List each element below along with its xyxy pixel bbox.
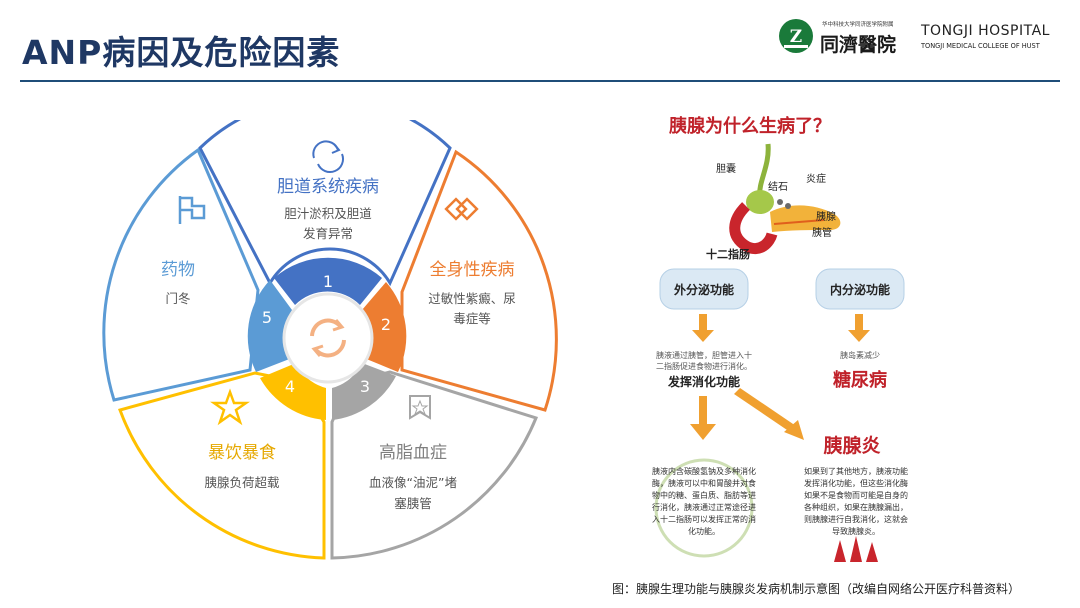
segment-desc-systemic-1: 过敏性紫癜、尿 bbox=[428, 291, 516, 306]
page-title: ANP病因及危险因素 bbox=[22, 33, 341, 72]
left-box-line-1: 胰液内含碳酸氢钠及多种消化 bbox=[652, 466, 756, 476]
tongji-logo-icon: Z bbox=[779, 19, 813, 53]
inner-segment-5 bbox=[247, 280, 292, 372]
endocrine-result: 糖尿病 bbox=[833, 369, 887, 391]
cycle-arrows-icon bbox=[310, 318, 346, 358]
pancreas-illustration bbox=[729, 143, 841, 255]
segment-number-2: 2 bbox=[381, 315, 391, 334]
cause-wheel-diagram: 1 2 3 4 5 胆道系统疾病 胆汁淤积及胆道 发育异常 全身性疾病 过敏性紫… bbox=[102, 120, 558, 560]
left-box-line-6: 化功能。 bbox=[688, 526, 720, 536]
svg-text:Z: Z bbox=[790, 27, 802, 47]
inner-segment-1 bbox=[274, 257, 382, 305]
segment-desc-drugs-1: 门冬 bbox=[165, 291, 190, 306]
segment-title-biliary: 胆道系统疾病 bbox=[277, 177, 379, 197]
segment-title-hyperlipidemia: 高脂血症 bbox=[379, 443, 447, 463]
hospital-logo: Z 华中科技大学同济医学院附属 同濟醫院 TONGJI HOSPITAL TON… bbox=[778, 14, 1070, 64]
left-explanation-box: 胰液内含碳酸氢钠及多种消化 酶，胰液可以中和胃酸并对食 物中的糖、蛋白质、脂肪等… bbox=[652, 458, 756, 558]
logo-english-name: TONGJI HOSPITAL bbox=[921, 23, 1050, 39]
star-icon bbox=[210, 388, 250, 426]
arrow-exocrine-result bbox=[690, 396, 716, 440]
endocrine-box bbox=[815, 268, 905, 310]
logo-affiliation: 华中科技大学同济医学院附属 bbox=[822, 22, 894, 28]
segment-number-1: 1 bbox=[323, 272, 333, 291]
flame-icon bbox=[834, 536, 878, 562]
logo-chinese-name: 同濟醫院 bbox=[820, 34, 897, 56]
endocrine-note: 胰岛素减少 bbox=[840, 350, 880, 360]
figure-heading: 胰腺为什么生病了？ bbox=[668, 115, 831, 137]
label-pancreas: 胰腺 bbox=[816, 210, 836, 223]
label-inflammation: 炎症 bbox=[806, 172, 826, 185]
segment-biliary bbox=[198, 120, 452, 287]
pancreatitis-label: 胰腺炎 bbox=[822, 434, 880, 457]
figure-caption: 图：胰腺生理功能与胰腺炎发病机制示意图（改编自网络公开医疗科普资料） bbox=[612, 582, 1021, 596]
right-box-line-4: 各种组织，如果在胰腺漏出， bbox=[804, 502, 908, 512]
label-pancreatic-duct: 胰管 bbox=[812, 226, 832, 239]
refresh-cloud-icon bbox=[312, 140, 344, 173]
segment-overeating bbox=[118, 371, 326, 560]
left-box-line-4: 行消化，胰液通过正常途径进 bbox=[652, 502, 756, 512]
right-explanation-box: 如果到了其他地方，胰液功能 发挥消化功能，但这些消化酶 如果不是食物而可能是自身… bbox=[804, 466, 908, 562]
right-box-line-6: 导致胰腺炎。 bbox=[832, 526, 880, 536]
left-box-line-5: 入十二指肠可以发挥正常的消 bbox=[652, 514, 756, 524]
badge-star-icon bbox=[409, 395, 431, 420]
right-box-line-2: 发挥消化功能，但这些消化酶 bbox=[804, 478, 908, 488]
segment-title-drugs: 药物 bbox=[161, 260, 195, 280]
segment-drugs bbox=[102, 147, 260, 402]
segment-desc-biliary-1: 胆汁淤积及胆道 bbox=[284, 206, 372, 221]
segment-title-systemic: 全身性疾病 bbox=[430, 260, 515, 280]
right-box-line-1: 如果到了其他地方，胰液功能 bbox=[804, 466, 908, 476]
exocrine-result: 发挥消化功能 bbox=[667, 374, 740, 389]
segment-number-5: 5 bbox=[262, 308, 272, 327]
segment-number-3: 3 bbox=[360, 377, 370, 396]
endocrine-label: 内分泌功能 bbox=[830, 282, 890, 297]
title-divider bbox=[20, 80, 1060, 82]
arrow-pancreatitis bbox=[734, 388, 804, 440]
right-box-line-5: 则胰腺进行自我消化，这就会 bbox=[804, 514, 908, 524]
segment-desc-overeating-1: 胰腺负荷超载 bbox=[204, 475, 280, 490]
segment-number-4: 4 bbox=[285, 377, 295, 396]
link-diamond-icon bbox=[444, 197, 479, 221]
exocrine-note-1: 胰液通过胰管，胆管进入十 bbox=[656, 350, 752, 360]
exocrine-box bbox=[659, 268, 749, 310]
segment-desc-hyperlipidemia-1: 血液像“油泥”堵 bbox=[369, 475, 457, 490]
center-circle bbox=[282, 292, 374, 384]
inner-segment-2 bbox=[362, 282, 407, 372]
flag-icon bbox=[178, 196, 206, 224]
arrow-exocrine-down bbox=[692, 314, 714, 342]
left-box-line-2: 酶，胰液可以中和胃酸并对食 bbox=[652, 478, 756, 488]
segment-desc-hyperlipidemia-2: 塞胰管 bbox=[394, 496, 432, 511]
inner-segment-4 bbox=[260, 363, 326, 420]
label-gallbladder: 胆囊 bbox=[716, 162, 736, 175]
arrow-endocrine-down bbox=[848, 314, 870, 342]
logo-english-sub: TONGJI MEDICAL COLLEGE OF HUST bbox=[921, 42, 1040, 50]
segment-systemic bbox=[400, 149, 558, 412]
right-box-line-3: 如果不是食物而可能是自身的 bbox=[804, 490, 908, 500]
inner-segment-3 bbox=[332, 363, 396, 420]
segment-hyperlipidemia bbox=[330, 370, 539, 560]
segment-title-overeating: 暴饮暴食 bbox=[208, 443, 276, 463]
label-stone: 结石 bbox=[768, 180, 788, 193]
exocrine-label: 外分泌功能 bbox=[674, 282, 734, 297]
segment-desc-systemic-2: 毒症等 bbox=[453, 311, 491, 326]
exocrine-note-2: 二指肠促进食物进行消化。 bbox=[656, 361, 752, 371]
left-box-line-3: 物中的糖、蛋白质、脂肪等进 bbox=[652, 490, 756, 500]
pancreas-function-figure: 胰腺为什么生病了？ 胆囊 结石 炎症 胰腺 胰管 十二指肠 外分泌功能 内分泌功… bbox=[652, 115, 908, 562]
label-duodenum: 十二指肠 bbox=[706, 247, 750, 261]
segment-desc-biliary-2: 发育异常 bbox=[303, 226, 353, 241]
